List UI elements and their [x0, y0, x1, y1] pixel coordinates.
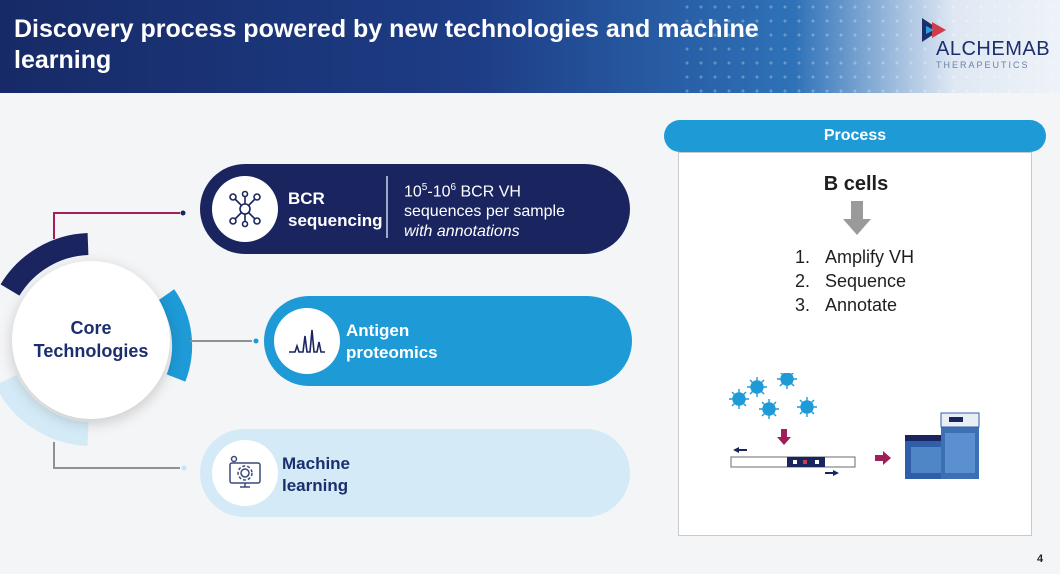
bcr-sequencing-label: BCR sequencing [288, 188, 382, 232]
virus-particles-icon [729, 373, 817, 419]
core-technologies-circle: Core Technologies [12, 261, 170, 419]
antigen-label-line2: proteomics [346, 343, 438, 362]
antigen-proteomics-pill: Antigen proteomics [264, 296, 632, 386]
antigen-label-line1: Antigen [346, 321, 410, 340]
spectrum-peaks-icon [274, 308, 340, 374]
bcr-desc-line2: sequences per sample [404, 203, 565, 221]
process-step: 2.Sequence [795, 271, 907, 291]
title-banner: Discovery process powered by new technol… [0, 0, 1060, 93]
machine-learning-pill: Machine learning [200, 429, 630, 517]
process-step: 1.Amplify VH [795, 247, 915, 267]
b-cells-title: B cells [823, 173, 889, 195]
connector-antigen [190, 338, 259, 344]
company-logo: ALCHEMAB THERAPEUTICS [918, 16, 1058, 76]
core-label-line1: Core [70, 318, 112, 338]
process-header: Process [664, 120, 1046, 152]
bcr-sequencing-pill: BCR sequencing 105-106 BCR VH sequences … [200, 164, 630, 254]
process-panel: B cells 1.Amplify VH 2.Sequence 3.Annota… [678, 152, 1032, 536]
down-arrow-icon [843, 201, 871, 235]
core-label-line2: Technologies [33, 341, 149, 361]
magenta-right-arrow-icon [875, 451, 891, 465]
ml-label-line2: learning [282, 476, 349, 495]
computer-gear-icon [212, 440, 278, 506]
logo-subtitle: THERAPEUTICS [936, 60, 1030, 70]
slide-title: Discovery process powered by new technol… [14, 15, 759, 74]
process-step: 3.Annotate [795, 295, 898, 315]
core-ring-arcs [0, 233, 193, 446]
antigen-proteomics-label: Antigen proteomics [346, 320, 438, 364]
bcr-desc-line1: 105-106 BCR VH [404, 182, 521, 201]
magenta-down-arrow-icon [777, 429, 791, 445]
bcr-desc-line3: with annotations [404, 223, 520, 241]
bcr-label-line2: sequencing [288, 211, 383, 230]
sequencing-illustration [729, 373, 980, 479]
page-number: 4 [1037, 553, 1044, 565]
bcr-label-line1: BCR [288, 189, 325, 208]
alchemab-logo-icon [922, 18, 946, 42]
bcr-description: 105-106 BCR VH sequences per sample with… [404, 178, 565, 242]
ml-label-line1: Machine [282, 454, 351, 473]
connector-bcr [53, 210, 186, 239]
logo-name: ALCHEMAB [936, 38, 1051, 60]
machine-learning-label: Machine learning [282, 453, 350, 497]
header-dot-pattern [680, 0, 1060, 93]
pill-divider [386, 176, 388, 238]
network-icon [212, 176, 278, 242]
process-steps: 1.Amplify VH 2.Sequence 3.Annotate [795, 245, 914, 317]
sequencer-machine-icon [905, 412, 980, 479]
connector-ml [53, 442, 187, 471]
